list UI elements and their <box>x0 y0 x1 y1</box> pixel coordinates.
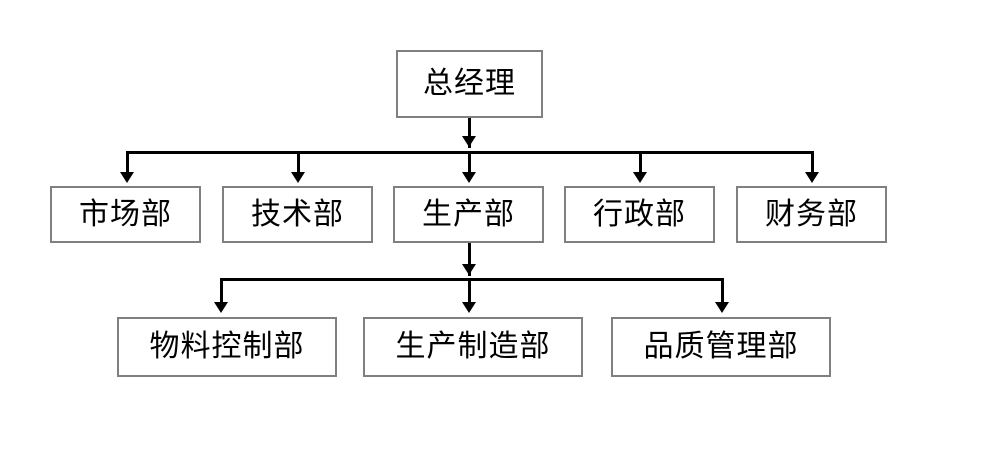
org-node-marketing[interactable]: 市场部 <box>50 186 201 243</box>
arrowhead-production-to-bus <box>462 264 476 275</box>
arrowhead-to-finance <box>805 172 819 183</box>
arrowhead-to-technology <box>291 172 305 183</box>
org-node-label: 生产部 <box>422 196 515 232</box>
arrowhead-to-quality-management <box>715 302 729 313</box>
org-node-label: 技术部 <box>251 196 344 232</box>
org-node-general-manager[interactable]: 总经理 <box>396 50 543 118</box>
connector-gm-stem <box>468 118 471 148</box>
org-node-label: 行政部 <box>593 196 686 232</box>
connector-drop-technology <box>297 151 300 174</box>
connector-drop-material-control <box>220 278 223 303</box>
org-node-production[interactable]: 生产部 <box>393 186 544 243</box>
org-node-quality-management[interactable]: 品质管理部 <box>611 317 831 377</box>
arrowhead-to-administration <box>633 172 647 183</box>
connector-drop-manufacturing <box>468 278 471 303</box>
connector-production-stem <box>468 243 471 276</box>
arrowhead-gm-to-bus <box>462 136 476 147</box>
arrowhead-to-material-control <box>214 302 228 313</box>
org-node-administration[interactable]: 行政部 <box>564 186 715 243</box>
org-node-finance[interactable]: 财务部 <box>736 186 887 243</box>
org-node-label: 财务部 <box>765 196 858 232</box>
connector-drop-production <box>468 151 471 174</box>
arrowhead-to-manufacturing <box>462 302 476 313</box>
connector-bus-level3 <box>222 278 723 281</box>
connector-drop-quality-management <box>721 278 724 303</box>
connector-drop-marketing <box>126 151 129 174</box>
org-node-technology[interactable]: 技术部 <box>222 186 373 243</box>
org-node-label: 品质管理部 <box>643 329 799 364</box>
org-node-manufacturing[interactable]: 生产制造部 <box>363 317 583 377</box>
org-node-label: 生产制造部 <box>395 329 551 364</box>
connector-drop-finance <box>811 151 814 174</box>
org-node-label: 市场部 <box>79 196 172 232</box>
arrowhead-to-marketing <box>120 172 134 183</box>
org-node-label: 物料控制部 <box>149 329 305 364</box>
org-node-label: 总经理 <box>423 66 516 101</box>
connector-drop-administration <box>639 151 642 174</box>
arrowhead-to-production <box>462 172 476 183</box>
org-node-material-control[interactable]: 物料控制部 <box>117 317 337 377</box>
connector-bus-level2 <box>128 151 814 154</box>
